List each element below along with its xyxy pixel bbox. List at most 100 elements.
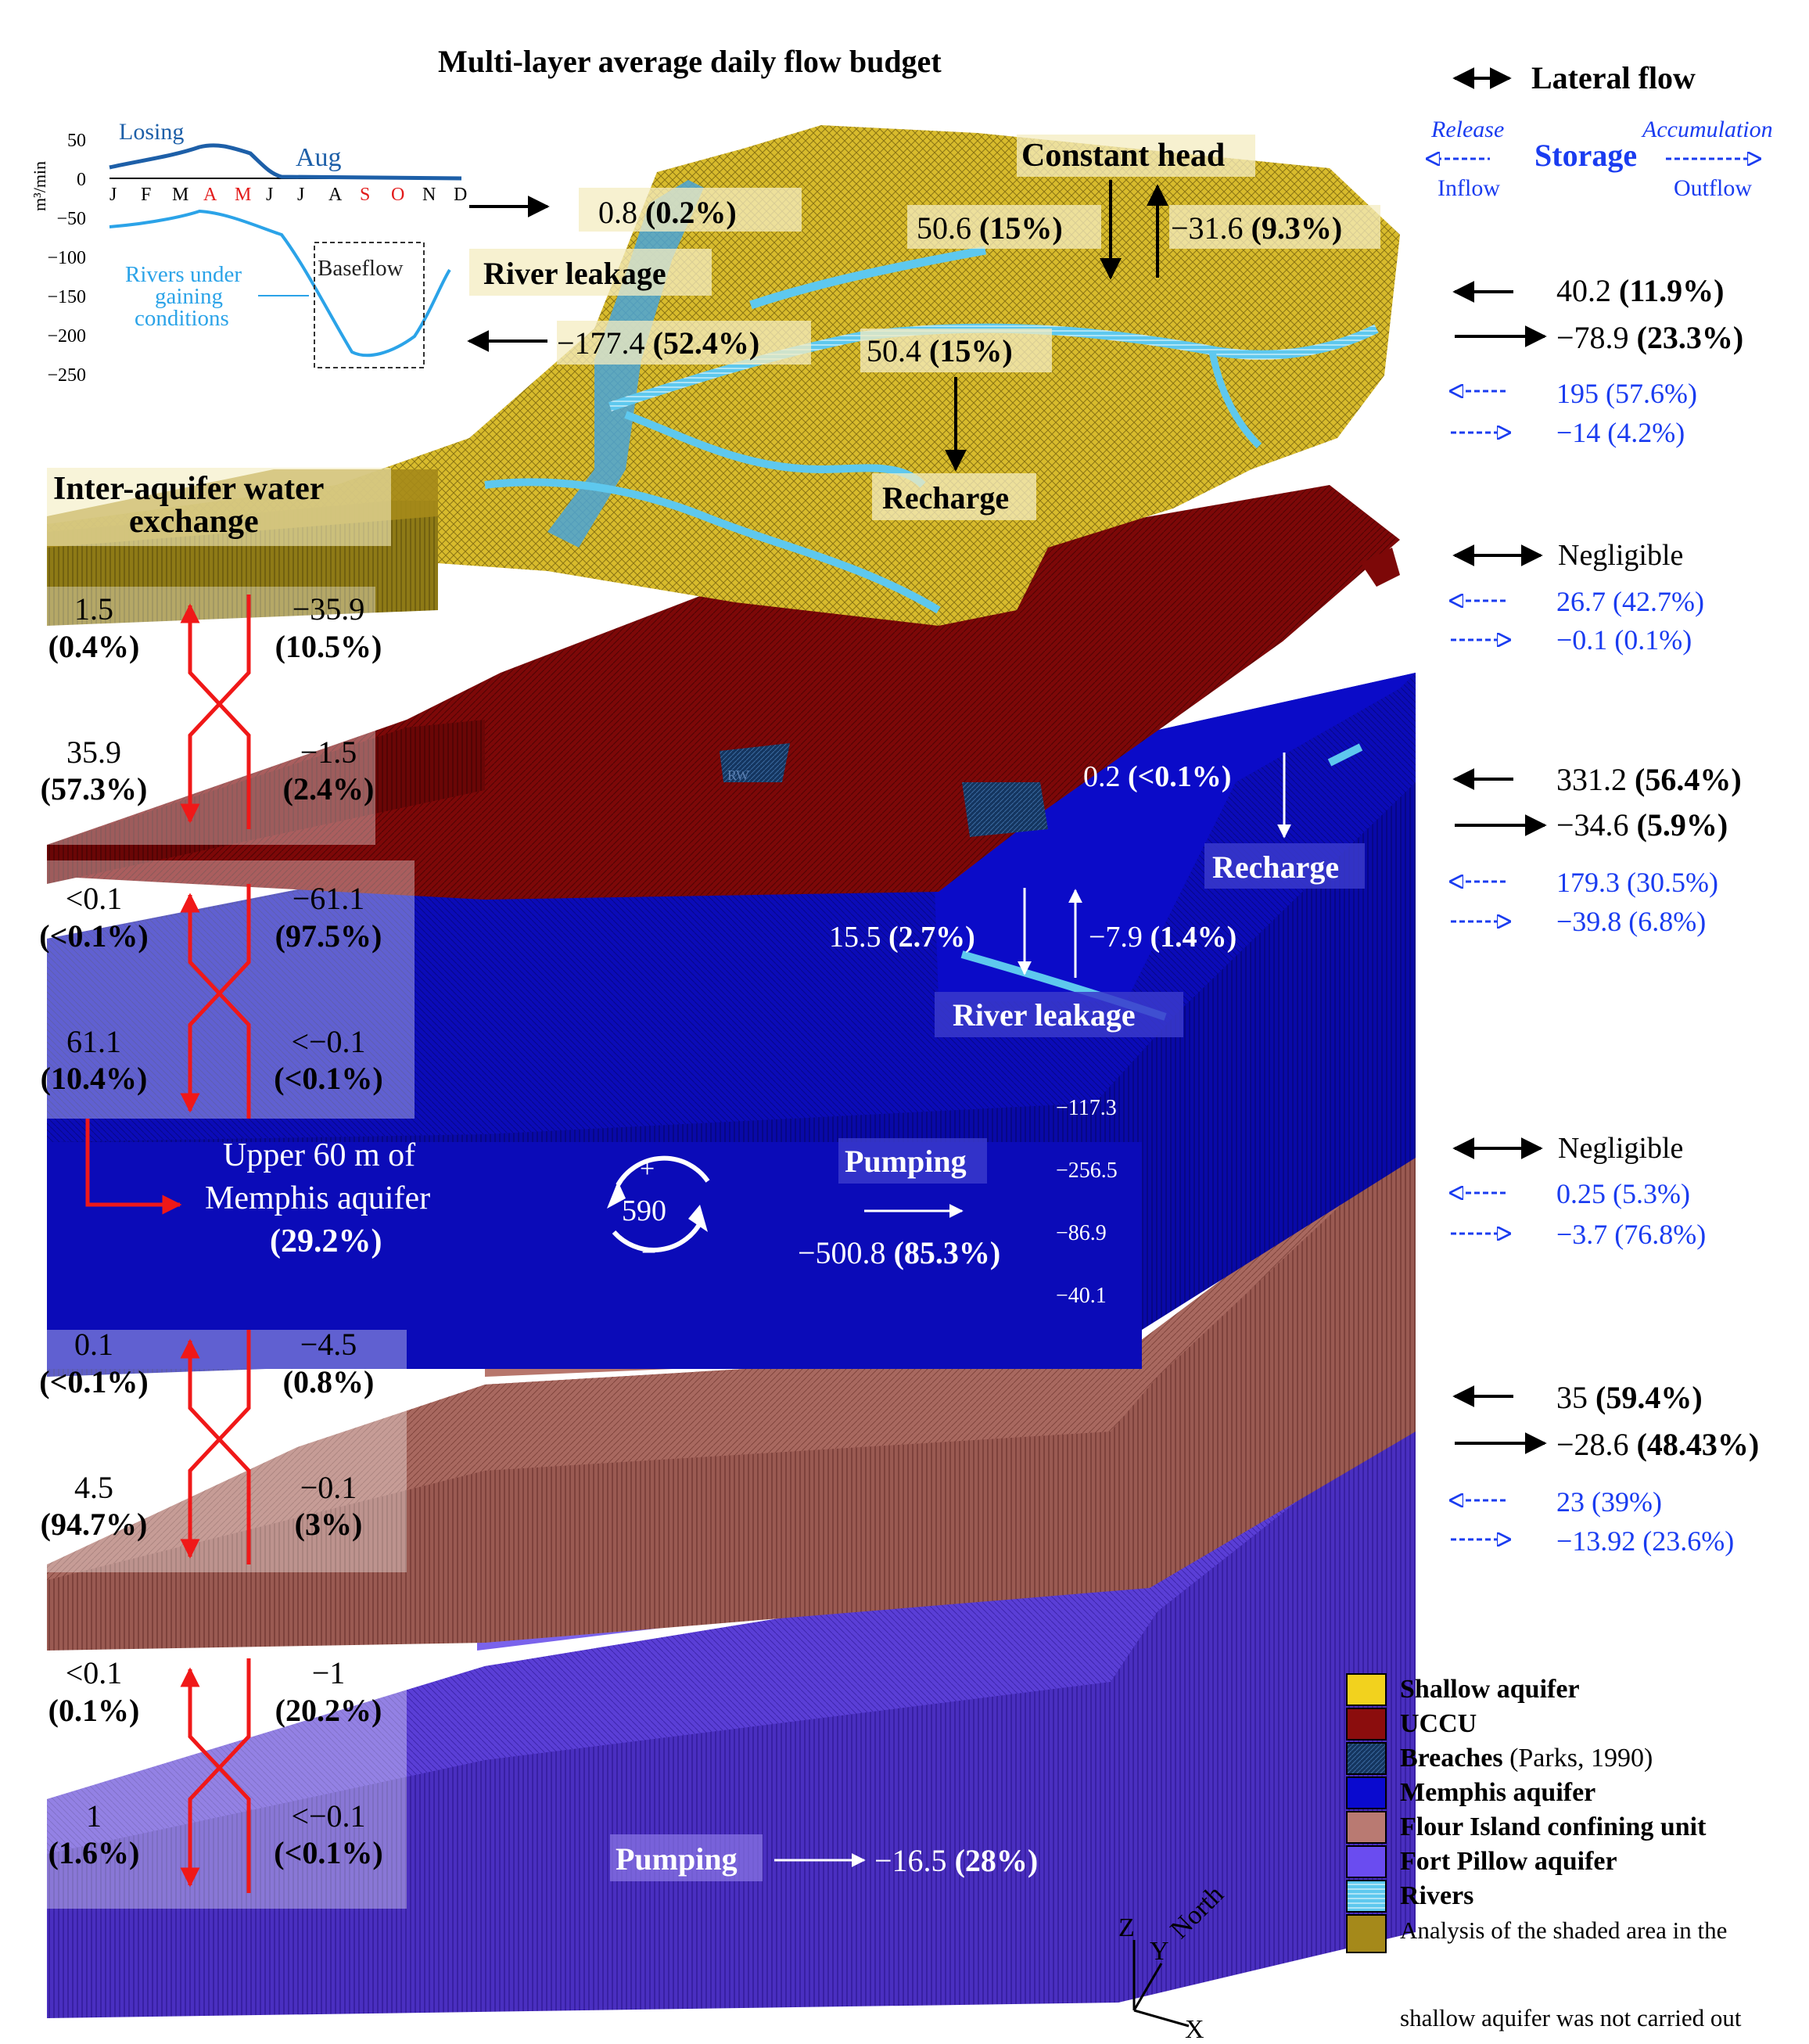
constant-head-label: Constant head xyxy=(1021,138,1225,174)
memphis-lat-in-text: 331.2 (56.4%) xyxy=(1556,762,1742,797)
inter-aquifer-label-1: Inter-aquifer water xyxy=(53,471,324,507)
memphis-rl-out-text: −7.9 (1.4%) xyxy=(1089,921,1237,954)
legend-last-line: shallow aquifer was not carried out xyxy=(1400,2004,1742,2031)
fp-pumping-val: −16.5 (28%) xyxy=(874,1843,1038,1878)
panel-memphis-flour xyxy=(47,1330,407,1572)
shallow-recharge-val-bg xyxy=(860,329,1052,372)
exchange-percent: (1.6%) xyxy=(48,1835,140,1870)
exchange-percent: (20.2%) xyxy=(275,1693,382,1728)
legend-swatch xyxy=(1346,1845,1387,1878)
inset-gaining-label-3: conditions xyxy=(135,306,229,331)
exchange-value: 4.5 xyxy=(74,1470,113,1505)
flour-budget: Negligible 0.25 (5.3%) −3.7 (76.8%) xyxy=(1451,1132,1706,1250)
legend-label: Shallow aquifer xyxy=(1400,1675,1580,1704)
memphis-well-value: −117.3 xyxy=(1056,1096,1117,1120)
exchange-value: −4.5 xyxy=(300,1327,357,1362)
exchange-percent: (0.1%) xyxy=(48,1693,140,1728)
memphis-recharge-label: Recharge xyxy=(1212,850,1339,885)
ch-out-bg xyxy=(1169,205,1380,249)
memphis-cycle-icon: + − xyxy=(607,1155,710,1267)
legend-label: Fort Pillow aquifer xyxy=(1400,1847,1617,1876)
shallow-budget: 0.8 (0.2%) River leakage −177.4 (52.4%) … xyxy=(467,135,1743,520)
fp-st-out-text: −13.92 (23.6%) xyxy=(1556,1525,1734,1557)
memphis-recharge-val: 0.2 (<0.1%) xyxy=(1083,760,1231,793)
exchange-value: <−0.1 xyxy=(291,1024,365,1059)
exchange-group: 1.5(0.4%)−35.9(10.5%)35.9(57.3%)−1.5(2.4… xyxy=(41,591,382,829)
exchange-value: <0.1 xyxy=(66,881,123,916)
memphis-pumping-label: Pumping xyxy=(845,1144,967,1179)
memphis-well-value: −86.9 xyxy=(1056,1221,1107,1245)
exchange-percent: (<0.1%) xyxy=(39,1364,148,1399)
shallow-river-leakage-bg xyxy=(469,249,712,296)
memphis-rl-in-text: 15.5 (2.7%) xyxy=(829,921,975,954)
exchange-percent: (57.3%) xyxy=(41,771,148,806)
shallow-river-out-bg xyxy=(557,321,811,365)
inset-losing-label: Losing xyxy=(119,119,184,145)
flow-legend: Lateral flow Release Accumulation Storag… xyxy=(1427,60,1773,201)
exchange-percent: (0.4%) xyxy=(48,629,140,664)
memphis-breach-mark: RW xyxy=(727,767,749,783)
exchange-percent: (10.4%) xyxy=(41,1061,148,1096)
axis-y-label: Y xyxy=(1150,1937,1169,1966)
memphis-river-leakage-label: River leakage xyxy=(953,997,1136,1033)
inset-aug-label: Aug xyxy=(296,143,342,172)
uccu-lateral-text: Negligible xyxy=(1558,539,1683,572)
inter-aquifer-bg xyxy=(47,468,391,546)
constant-head-bg xyxy=(1017,135,1255,177)
inset-y-tick: −150 xyxy=(47,287,86,307)
exchange-path xyxy=(180,1330,251,1559)
ch-in-bg xyxy=(907,205,1101,249)
memphis-upper-2: Memphis aquifer xyxy=(205,1180,430,1216)
exchange-percent: (10.5%) xyxy=(275,629,382,664)
shallow-lat-out-text: −78.9 (23.3%) xyxy=(1556,320,1743,355)
exchange-value: 35.9 xyxy=(66,735,121,770)
fp-lat-in-text: 35 (59.4%) xyxy=(1556,1380,1703,1415)
legend-label: UCCU xyxy=(1400,1709,1477,1738)
diagram-title: Multi-layer average daily flow budget xyxy=(438,44,942,79)
shallow-recharge-label: Recharge xyxy=(882,480,1009,515)
inset-month-label: J xyxy=(109,185,117,205)
exchange-group: <0.1(0.1%)−1(20.2%)1(1.6%)<−0.1(<0.1%) xyxy=(48,1655,383,1893)
fp-pumping-bg xyxy=(610,1834,763,1881)
uccu-st-out-text: −0.1 (0.1%) xyxy=(1556,624,1692,656)
inset-gaining-line xyxy=(109,209,451,357)
exchange-group: <0.1(<0.1%)−61.1(97.5%)61.1(10.4%)<−0.1(… xyxy=(39,881,383,1119)
exchange-value: <−0.1 xyxy=(291,1798,365,1834)
legend-label: Breaches (Parks, 1990) xyxy=(1400,1744,1653,1773)
inter-aquifer-label-2: exchange xyxy=(129,504,259,540)
uccu-budget: Negligible 26.7 (42.7%) −0.1 (0.1%) xyxy=(1451,539,1704,656)
fp-lat-out-text: −28.6 (48.43%) xyxy=(1556,1427,1759,1462)
legend-swatch xyxy=(1346,1776,1387,1809)
exchange-path xyxy=(180,884,251,1113)
exchange-value: −1 xyxy=(312,1655,346,1690)
shallow-st-in-text: 195 (57.6%) xyxy=(1556,378,1697,409)
exchange-value: 61.1 xyxy=(66,1024,121,1059)
inset-y-tick: 0 xyxy=(77,170,86,190)
inset-month-label: M xyxy=(172,185,188,205)
legend-label: Rivers xyxy=(1400,1881,1473,1910)
outflow-label: Outflow xyxy=(1674,175,1752,201)
memphis-river-mark-2 xyxy=(1327,743,1363,767)
legend-swatch xyxy=(1346,1914,1387,1953)
inset-month-label: D xyxy=(454,185,467,205)
flour-lateral-text: Negligible xyxy=(1558,1132,1683,1165)
fp-st-in-text: 23 (39%) xyxy=(1556,1486,1662,1518)
memphis-budget: RW 0.2 (<0.1%) Recharge 15.5 (2.7%) −7.9… xyxy=(85,753,1742,1308)
inset-y-tick: −100 xyxy=(47,248,86,268)
exchange-value: −61.1 xyxy=(293,881,365,916)
inter-aquifer-exchanges: 1.5(0.4%)−35.9(10.5%)35.9(57.3%)−1.5(2.4… xyxy=(39,591,383,1893)
exchange-percent: (94.7%) xyxy=(41,1507,148,1542)
inset-gaining-label-1: Rivers under xyxy=(125,262,242,287)
shallow-recharge-val: 50.4 (15%) xyxy=(867,333,1013,368)
memphis-recharge-label-bg xyxy=(1204,843,1365,889)
inset-gaining-label-2: gaining xyxy=(155,284,223,309)
fp-pumping-label: Pumping xyxy=(616,1841,738,1877)
flour-st-out-text: −3.7 (76.8%) xyxy=(1556,1219,1706,1250)
legend-swatch xyxy=(1346,1673,1387,1706)
inset-baseflow-box xyxy=(314,242,425,368)
inset-month-label: N xyxy=(422,185,436,205)
exchange-value: <0.1 xyxy=(66,1655,123,1690)
legend-swatch xyxy=(1346,1742,1387,1775)
lateral-flow-label: Lateral flow xyxy=(1531,60,1696,95)
